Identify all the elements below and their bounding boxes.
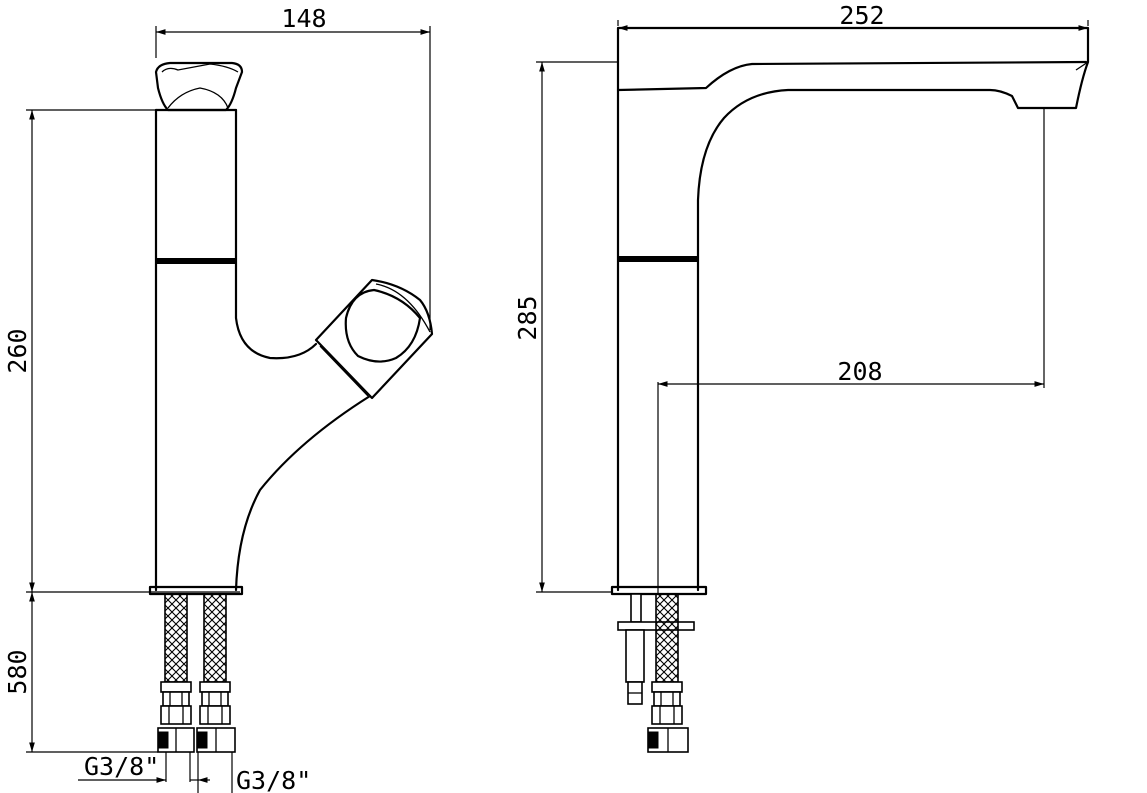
dim-spout-reach: 208 <box>837 357 882 386</box>
side-base-plate <box>610 585 708 596</box>
dim-hose-length: 580 <box>3 649 32 694</box>
thread-label-right: G3/8" <box>236 766 311 793</box>
side-supply-hose <box>647 593 689 753</box>
front-base-plate <box>148 585 244 596</box>
front-supply-hoses <box>157 593 236 753</box>
dim-side-width: 252 <box>839 1 884 30</box>
front-lever-handle <box>314 278 434 400</box>
side-collar-band <box>618 256 698 262</box>
side-view: 252 285 208 <box>513 1 1090 753</box>
front-collar-band <box>156 258 236 264</box>
dim-front-width: 148 <box>281 4 326 33</box>
thread-label-left: G3/8" <box>84 752 159 781</box>
side-body-outline <box>616 26 1090 592</box>
dim-side-height: 285 <box>513 295 542 340</box>
front-top-handle <box>154 61 244 112</box>
dim-front-height: 260 <box>3 328 32 373</box>
front-body <box>154 108 372 592</box>
front-view: 148 260 580 G3/8" G3/8" <box>3 4 434 793</box>
